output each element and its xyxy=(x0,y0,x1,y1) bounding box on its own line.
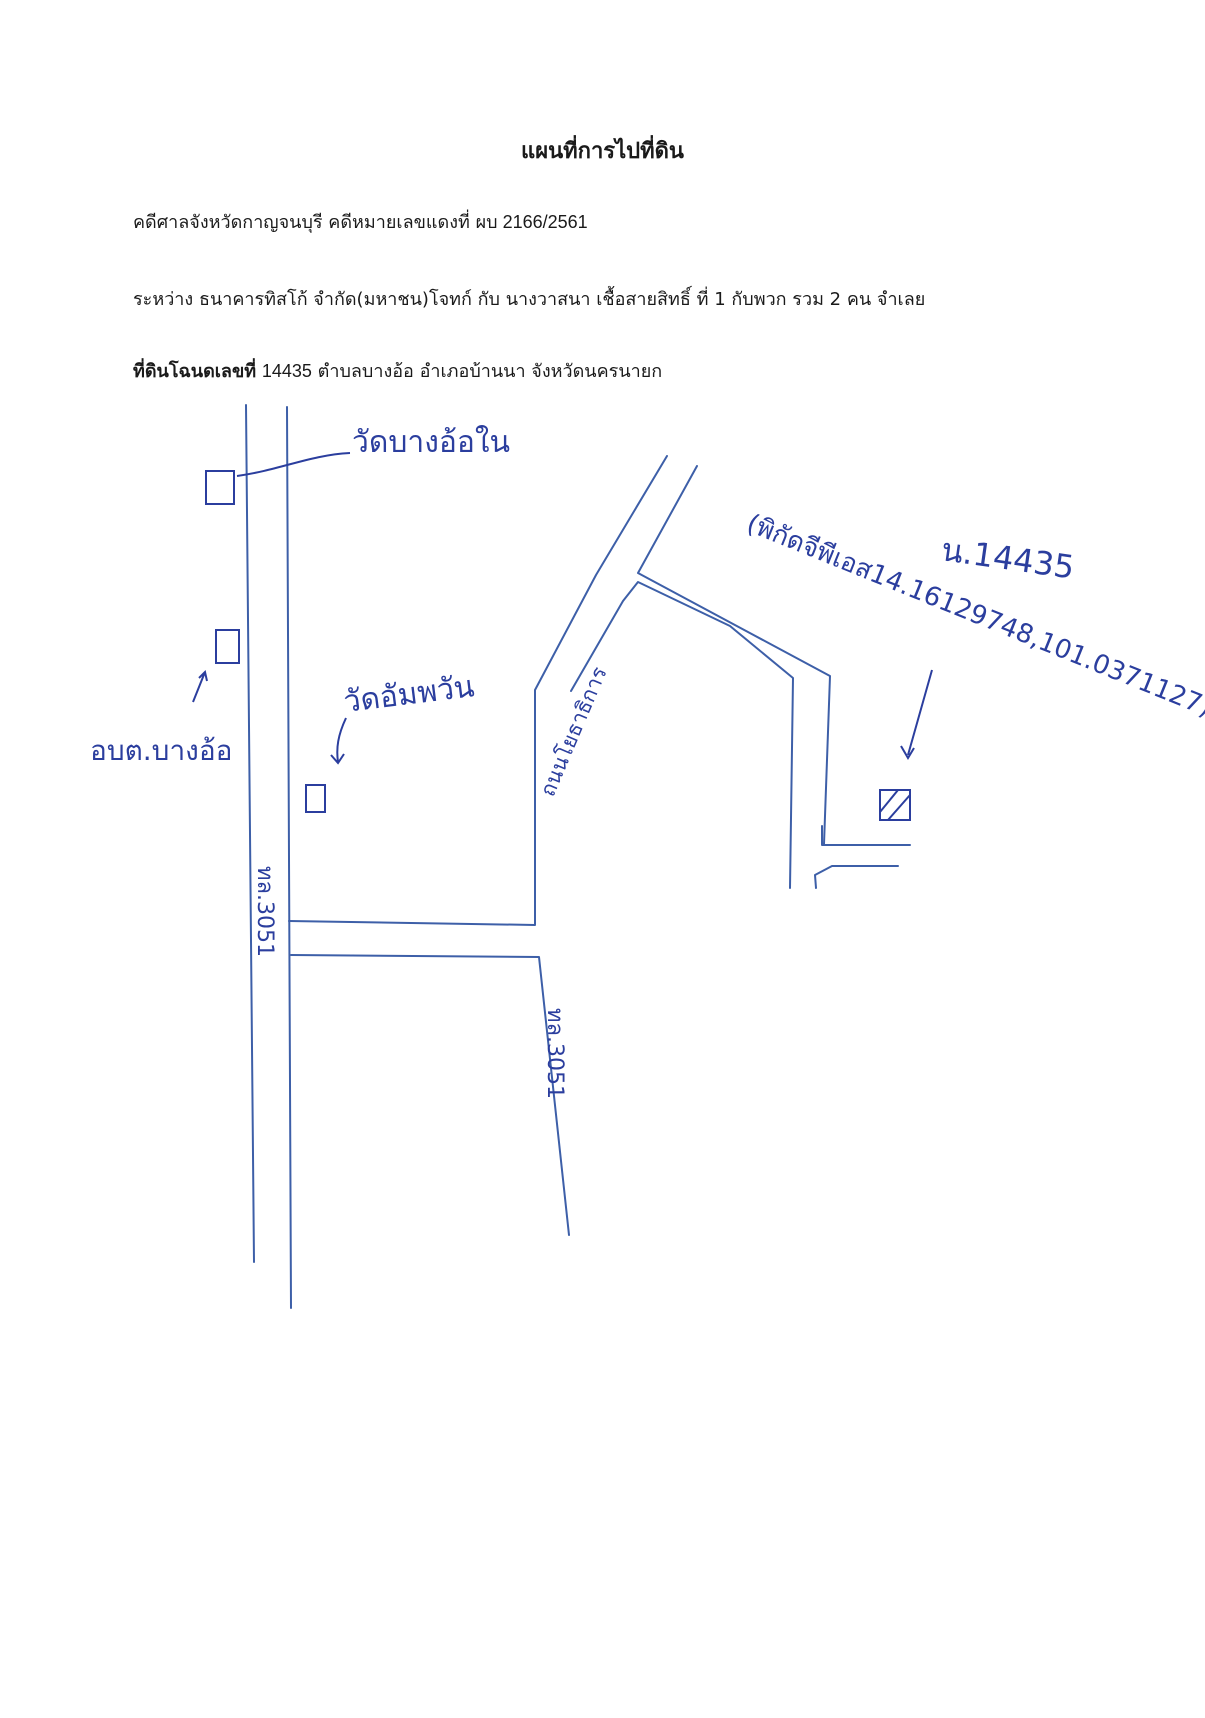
case-number: ผบ 2166/2561 xyxy=(475,212,588,232)
target-land-hatch-1 xyxy=(879,789,899,813)
land-location: ตำบลบางอ้อ อำเภอบ้านนา จังหวัดนครนายก xyxy=(317,361,663,382)
parties-text: ธนาคารทิสโก้ จำกัด(มหาชน)โจทก์ กับ นางวา… xyxy=(198,289,926,310)
temple-top-label: วัดบางอ้อใน xyxy=(352,425,510,460)
deed-label: น.14435 xyxy=(939,530,1077,586)
road-diagonal-label: ถนนโยธาธิการ xyxy=(536,663,612,800)
land-number: 14435 xyxy=(261,361,312,381)
page-title: แผนที่การไปที่ดิน xyxy=(521,139,684,164)
temple-mid-arrow xyxy=(330,717,347,765)
road-lines xyxy=(245,404,911,1309)
diagonal-road-west-edge xyxy=(637,465,831,845)
case-label: คดีศาลจังหวัดกาญจนบุรี คดีหมายเลขแดงที่ xyxy=(133,212,470,233)
target-land-hatched-square-icon xyxy=(879,789,911,821)
temple-mid-label: วัดอัมพวัน xyxy=(342,669,477,720)
side-lane-south-edge xyxy=(814,865,899,889)
tambon-office-square-icon xyxy=(215,629,240,664)
road-lower-label: ทล.3051 xyxy=(542,1008,567,1099)
temple-top-leader-line xyxy=(236,452,351,477)
parties-line: ระหว่าง ธนาคารทิสโก้ จำกัด(มหาชน)โจทก์ ก… xyxy=(133,284,925,313)
road-left-west-edge xyxy=(245,404,255,1263)
tambon-office-arrow xyxy=(192,670,208,703)
land-label: ที่ดินโฉนดเลขที่ xyxy=(133,361,257,382)
land-line: ที่ดินโฉนดเลขที่ 14435 ตำบลบางอ้อ อำเภอบ… xyxy=(133,356,662,385)
target-land-hatch-2 xyxy=(887,794,911,821)
road-left-label: ทล.3051 xyxy=(252,866,277,957)
temple-mid-square-icon xyxy=(305,784,326,813)
tambon-office-label: อบต.บางอ้อ xyxy=(90,734,232,767)
case-line: คดีศาลจังหวัดกาญจนบุรี คดีหมายเลขแดงที่ … xyxy=(133,207,588,236)
temple-top-square-icon xyxy=(205,470,235,505)
road-left-east-edge xyxy=(286,406,292,1309)
branch-road-south-edge xyxy=(290,954,570,1236)
branch-road-north-edge xyxy=(288,455,668,926)
side-lane-north-edge xyxy=(821,825,911,846)
parties-label: ระหว่าง xyxy=(133,289,194,310)
target-land-arrow xyxy=(900,669,933,760)
diagonal-road-east-edge xyxy=(570,581,794,889)
